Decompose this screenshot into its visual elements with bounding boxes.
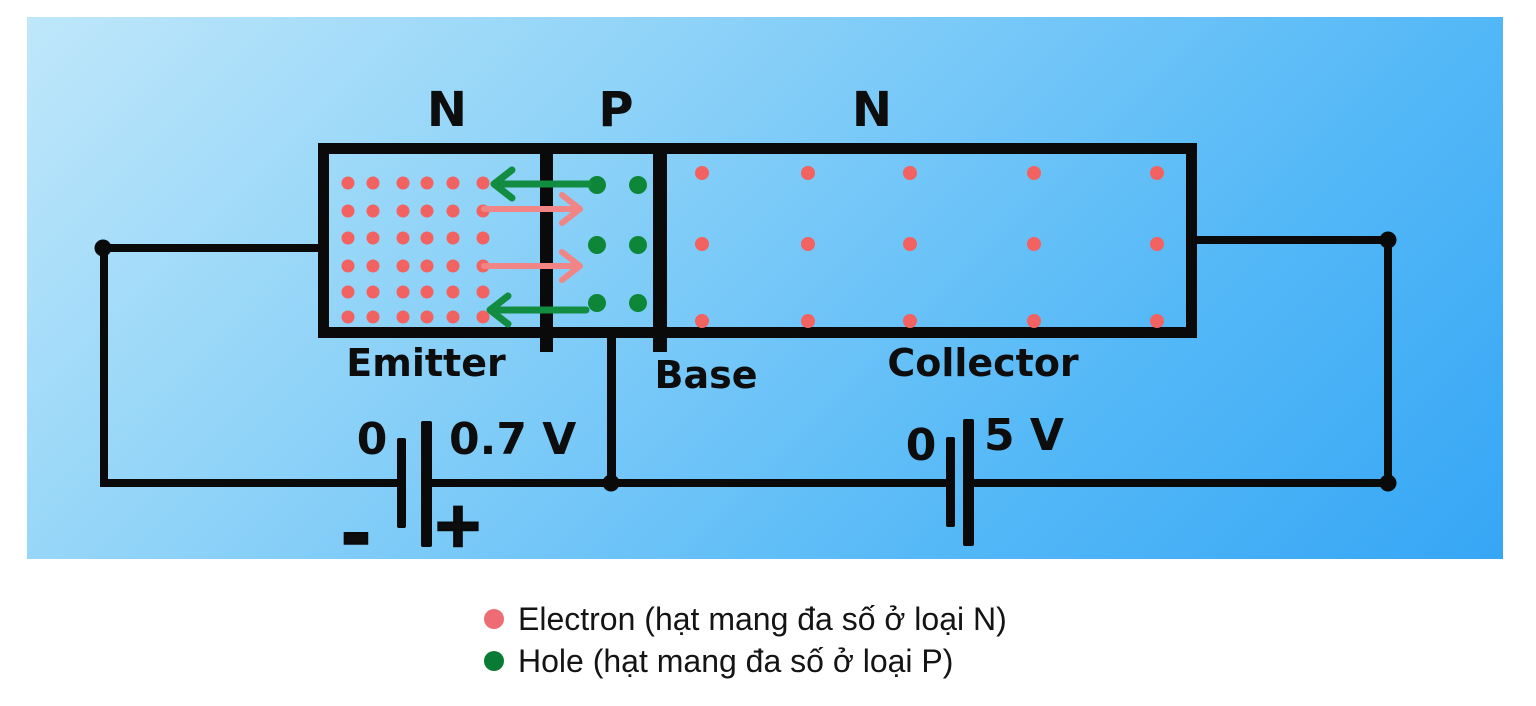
battery2-zero-label: 0	[905, 420, 937, 471]
diagram-panel	[27, 17, 1503, 559]
collector-wire-vertical	[1384, 236, 1392, 487]
bottom-wire-right-segment	[974, 479, 1392, 487]
battery1-negative-plate	[397, 438, 406, 528]
battery1-plus-label: +	[431, 488, 485, 561]
emitter-wire-horizontal	[103, 244, 318, 252]
bottom-wire-left-segment	[100, 479, 398, 487]
emitter-base-junction-divider	[540, 143, 553, 352]
battery1-zero-label: 0	[356, 414, 388, 465]
legend: Electron (hạt mang đa số ở loại N) Hole …	[484, 602, 1007, 677]
battery1-voltage-label: 0.7 V	[449, 414, 577, 465]
battery1-minus-label: -	[340, 492, 372, 576]
legend-electron-label: Electron (hạt mang đa số ở loại N)	[518, 600, 1007, 637]
electron-dot-icon	[484, 608, 504, 629]
collector-wire-horizontal	[1197, 236, 1388, 244]
battery1-positive-plate	[421, 421, 432, 547]
battery2-negative-plate	[946, 437, 955, 527]
transistor-body-box	[318, 143, 1197, 338]
base-label: Base	[654, 353, 758, 397]
base-type-label: P	[598, 82, 634, 138]
collector-type-label: N	[851, 82, 893, 138]
battery2-voltage-label: 5 V	[984, 410, 1064, 461]
legend-item-electron: Electron (hạt mang đa số ở loại N)	[484, 602, 1007, 635]
legend-item-hole: Hole (hạt mang đa số ở loại P)	[484, 644, 1007, 677]
emitter-type-label: N	[426, 82, 468, 138]
base-collector-junction-divider	[653, 143, 667, 352]
battery2-positive-plate	[963, 419, 974, 546]
emitter-wire-vertical	[100, 244, 108, 487]
emitter-label: Emitter	[346, 341, 506, 385]
bottom-wire-middle-segment	[430, 479, 947, 487]
collector-label: Collector	[887, 341, 1079, 385]
hole-dot-icon	[484, 650, 504, 671]
legend-hole-label: Hole (hạt mang đa số ở loại P)	[518, 642, 954, 679]
base-wire-vertical	[607, 338, 616, 487]
